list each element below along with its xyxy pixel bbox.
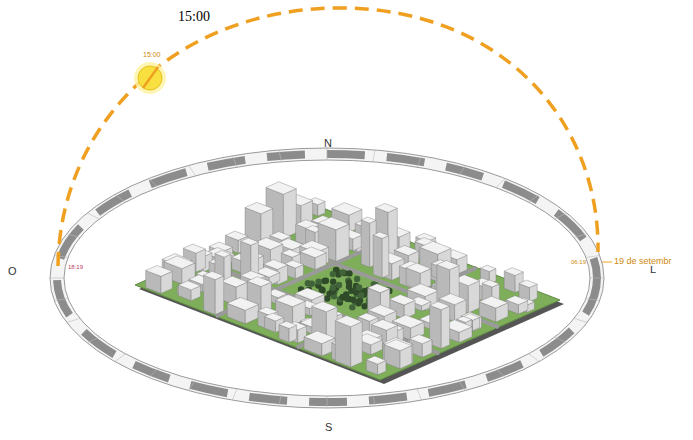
sun-glow <box>134 62 166 94</box>
compass-south: S <box>325 422 332 433</box>
compass-ring-segments <box>57 154 597 402</box>
sun-path-arc <box>58 8 598 266</box>
sunrise-time: 06:19 <box>571 259 586 265</box>
sun-time-label: 15:00 <box>143 51 161 58</box>
compass-north: N <box>324 138 332 149</box>
date-leader <box>602 262 612 263</box>
compass-west: O <box>8 266 17 277</box>
compass-ticks <box>50 148 604 408</box>
compass-ring-outer <box>50 148 604 408</box>
city-buildings <box>146 182 538 375</box>
sunset-time: 18:19 <box>68 264 83 270</box>
sun-ray <box>143 67 158 88</box>
city-ground <box>135 205 560 380</box>
sun-symbol <box>138 66 162 90</box>
compass-ring-inner <box>64 160 590 396</box>
time-heading: 15:00 <box>178 10 210 24</box>
date-label: 19 de setembr <box>614 257 672 266</box>
